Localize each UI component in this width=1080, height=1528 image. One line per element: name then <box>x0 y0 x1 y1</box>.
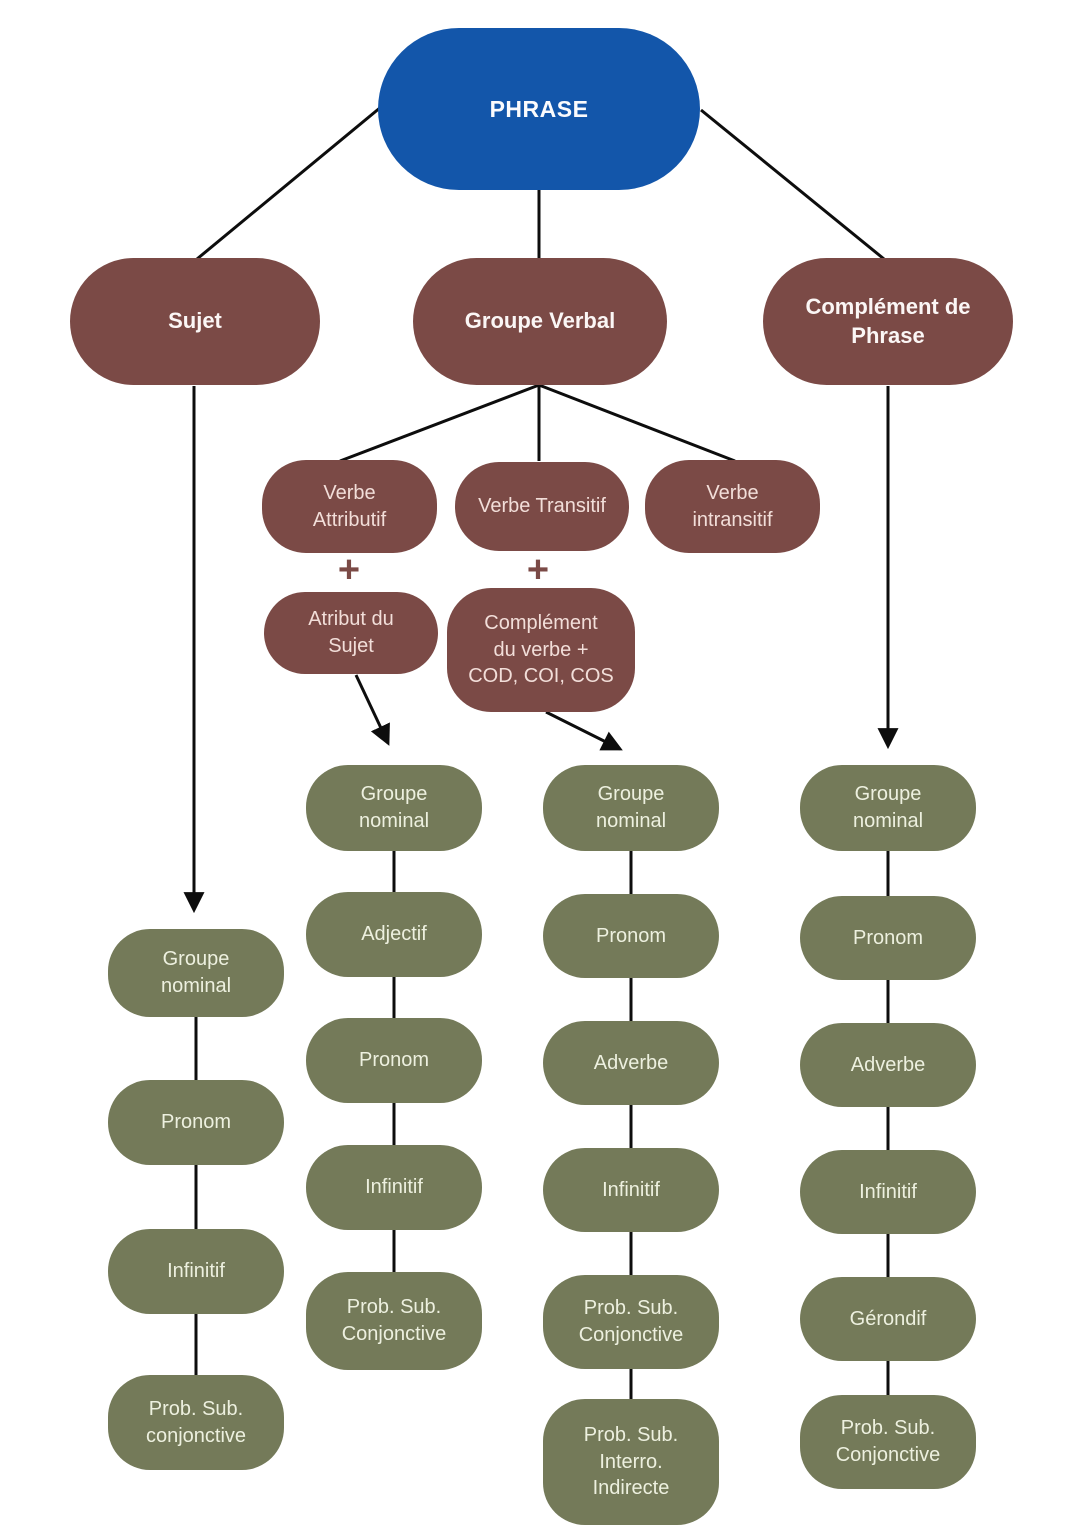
node-sujet-infinitif: Infinitif <box>108 1229 284 1314</box>
node-verbe-groupe-nominal: Groupe nominal <box>543 765 719 851</box>
node-sujet-groupe-nominal: Groupe nominal <box>108 929 284 1017</box>
node-verbe-prob-sub-conjonctive: Prob. Sub. Conjonctive <box>543 1275 719 1369</box>
node-verbe-attributif: Verbe Attributif <box>262 460 437 553</box>
node-phrase-groupe-nominal: Groupe nominal <box>800 765 976 851</box>
node-verbe-infinitif: Infinitif <box>543 1148 719 1232</box>
node-attribut-adjectif: Adjectif <box>306 892 482 977</box>
node-complement-de-phrase: Complément de Phrase <box>763 258 1013 385</box>
node-attribut-groupe-nominal: Groupe nominal <box>306 765 482 851</box>
node-verbe-pronom: Pronom <box>543 894 719 978</box>
node-sujet: Sujet <box>70 258 320 385</box>
node-phrase-prob-sub-conjonctive: Prob. Sub. Conjonctive <box>800 1395 976 1489</box>
node-verbe-adverbe: Adverbe <box>543 1021 719 1105</box>
node-groupe-verbal: Groupe Verbal <box>413 258 667 385</box>
node-attribut-pronom: Pronom <box>306 1018 482 1103</box>
node-verbe-transitif: Verbe Transitif <box>455 462 629 551</box>
node-verbe-intransitif: Verbe intransitif <box>645 460 820 553</box>
plus-icon: + <box>337 549 361 591</box>
node-verbe-prob-sub-interro-indirecte: Prob. Sub. Interro. Indirecte <box>543 1399 719 1525</box>
node-phrase-adverbe: Adverbe <box>800 1023 976 1107</box>
node-sujet-pronom: Pronom <box>108 1080 284 1165</box>
node-complement-du-verbe: Complément du verbe + COD, COI, COS <box>447 588 635 712</box>
node-phrase-gerondif: Gérondif <box>800 1277 976 1361</box>
node-sujet-prob-sub-conjonctive: Prob. Sub. conjonctive <box>108 1375 284 1470</box>
node-phrase: PHRASE <box>378 28 700 190</box>
node-phrase-pronom: Pronom <box>800 896 976 980</box>
plus-icon: + <box>526 549 550 591</box>
node-attribut-infinitif: Infinitif <box>306 1145 482 1230</box>
node-atribut-du-sujet: Atribut du Sujet <box>264 592 438 674</box>
node-phrase-infinitif: Infinitif <box>800 1150 976 1234</box>
node-attribut-prob-sub-conjonctive: Prob. Sub. Conjonctive <box>306 1272 482 1370</box>
